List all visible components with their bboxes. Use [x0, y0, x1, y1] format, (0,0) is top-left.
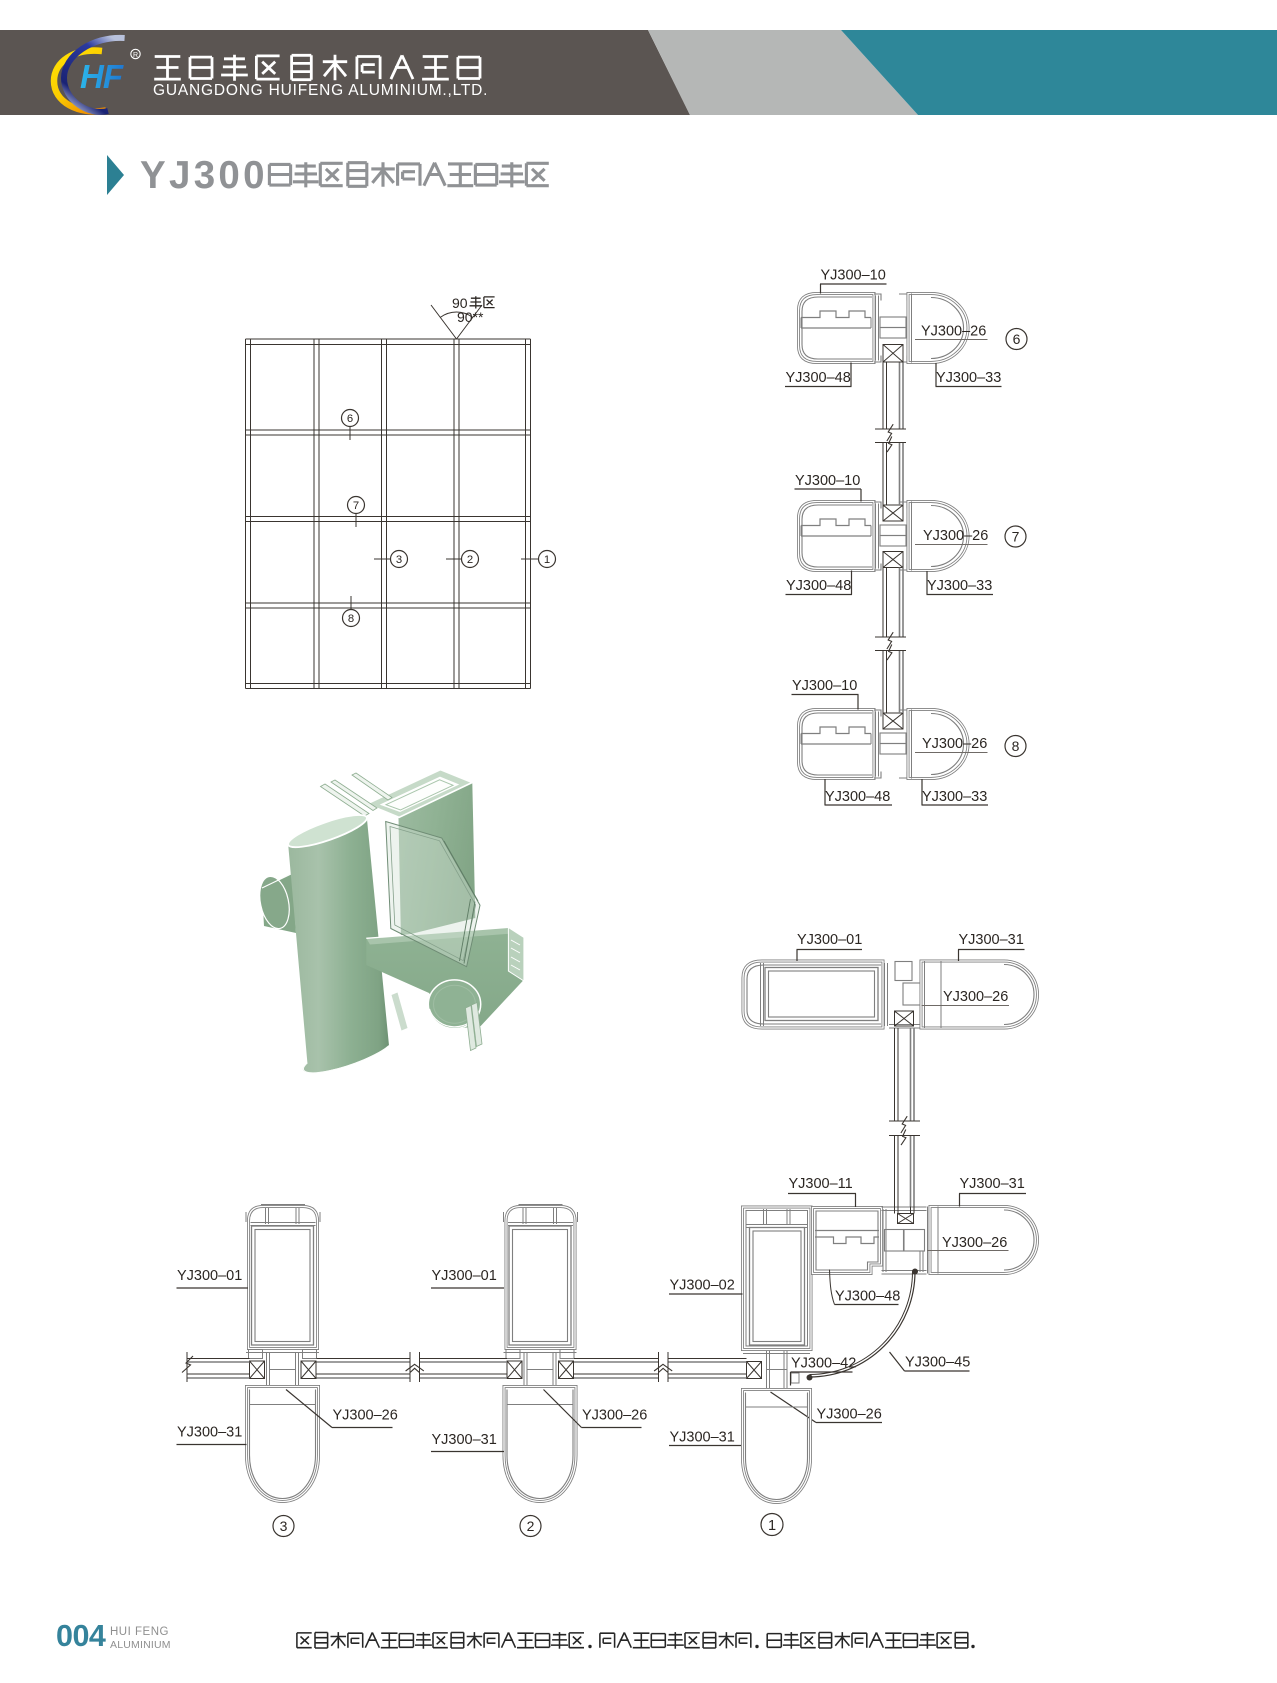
- svg-text:YJ300–48: YJ300–48: [786, 578, 851, 594]
- svg-text:YJ300–01: YJ300–01: [177, 1268, 242, 1284]
- svg-text:YJ300–42: YJ300–42: [791, 1356, 856, 1372]
- svg-text:YJ300–26: YJ300–26: [942, 1235, 1007, 1251]
- svg-text:YJ300–33: YJ300–33: [927, 578, 992, 594]
- svg-text:YJ300–26: YJ300–26: [943, 989, 1008, 1005]
- svg-text:YJ300–48: YJ300–48: [835, 1289, 900, 1305]
- svg-text:8: 8: [348, 613, 354, 625]
- svg-text:YJ300–31: YJ300–31: [670, 1430, 735, 1446]
- svg-text:YJ300–31: YJ300–31: [960, 1176, 1025, 1192]
- svg-text:1: 1: [544, 554, 550, 566]
- svg-text:6: 6: [347, 413, 353, 425]
- svg-text:YJ300–31: YJ300–31: [432, 1432, 497, 1448]
- svg-text:2: 2: [467, 554, 473, 566]
- svg-text:7: 7: [1012, 529, 1020, 545]
- svg-text:YJ300–45: YJ300–45: [905, 1355, 970, 1371]
- svg-text:YJ300–48: YJ300–48: [786, 370, 851, 386]
- svg-text:90**: 90**: [457, 309, 484, 325]
- svg-text:YJ300–11: YJ300–11: [789, 1176, 853, 1192]
- svg-text:3: 3: [280, 1518, 288, 1534]
- svg-text:YJ300–26: YJ300–26: [582, 1408, 647, 1424]
- svg-text:YJ300–10: YJ300–10: [792, 678, 857, 694]
- svg-text:90: 90: [452, 295, 468, 311]
- svg-text:7: 7: [353, 500, 359, 512]
- svg-text:YJ300–01: YJ300–01: [797, 932, 862, 948]
- svg-text:6: 6: [1013, 331, 1021, 347]
- svg-text:YJ300–31: YJ300–31: [177, 1425, 242, 1441]
- svg-text:YJ300–26: YJ300–26: [817, 1407, 882, 1423]
- svg-text:YJ300–01: YJ300–01: [432, 1268, 497, 1284]
- svg-text:YJ300–31: YJ300–31: [959, 932, 1024, 948]
- svg-text:YJ300–02: YJ300–02: [670, 1278, 735, 1294]
- svg-text:2: 2: [527, 1518, 535, 1534]
- svg-text:1: 1: [768, 1518, 776, 1534]
- svg-text:YJ300–26: YJ300–26: [923, 528, 988, 544]
- svg-text:YJ300–33: YJ300–33: [922, 789, 987, 805]
- svg-text:YJ300–26: YJ300–26: [922, 736, 987, 752]
- svg-text:YJ300–10: YJ300–10: [795, 473, 860, 489]
- svg-text:YJ300–33: YJ300–33: [936, 370, 1001, 386]
- svg-text:YJ300–10: YJ300–10: [821, 268, 886, 284]
- svg-text:HF: HF: [80, 58, 124, 95]
- svg-text:3: 3: [396, 554, 402, 566]
- svg-text:YJ300–26: YJ300–26: [921, 324, 986, 340]
- svg-text:R: R: [133, 52, 138, 59]
- svg-text:8: 8: [1012, 738, 1020, 754]
- svg-text:YJ300–26: YJ300–26: [333, 1408, 398, 1424]
- svg-text:YJ300–48: YJ300–48: [825, 789, 890, 805]
